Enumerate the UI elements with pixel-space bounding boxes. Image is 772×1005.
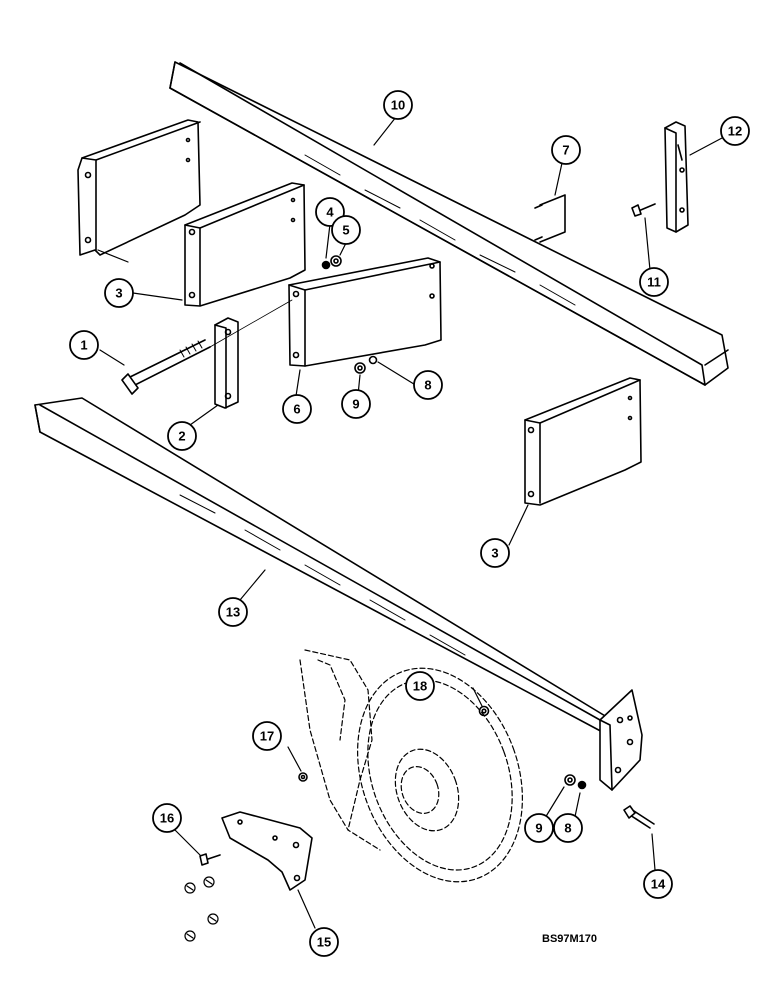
svg-text:2: 2 [178,429,185,444]
callout-9-lower: 9 [524,813,554,843]
nut-18 [478,705,490,717]
svg-text:4: 4 [326,205,334,220]
svg-text:7: 7 [562,143,569,158]
callout-1: 1 [69,330,99,360]
washer-8-upper [368,355,378,365]
svg-text:8: 8 [424,378,431,393]
callout-3a: 3 [104,278,134,308]
nut-5 [330,255,342,267]
svg-text:11: 11 [647,275,661,290]
washer-8-lower [577,780,587,790]
svg-text:14: 14 [651,877,666,892]
svg-text:9: 9 [535,821,542,836]
callout-11: 11 [639,267,669,297]
bolt-1 [121,299,293,395]
callout-5: 5 [331,215,361,245]
upper-beam [169,61,729,386]
nut-9-upper [354,362,366,374]
nut-9-lower [564,774,576,786]
svg-text:9: 9 [352,397,359,412]
bracket-15 [221,811,313,891]
svg-text:12: 12 [728,124,742,139]
callout-8-upper: 8 [413,370,443,400]
callout-18: 18 [405,671,435,701]
bracket-lower-right [524,377,642,506]
washer-4 [321,260,331,270]
callout-17: 17 [252,721,282,751]
bracket-6 [288,257,442,367]
svg-text:18: 18 [413,679,427,694]
callout-6: 6 [282,394,312,424]
nut-17 [298,772,308,782]
plate-12 [664,121,689,233]
svg-text:13: 13 [226,605,240,620]
svg-text:5: 5 [342,223,349,238]
figure-code: BS97M170 [542,933,597,945]
bolt-11 [631,203,656,217]
end-plate [599,689,643,791]
bracket-middle [184,182,306,307]
svg-text:17: 17 [260,729,274,744]
strap-2 [214,317,239,409]
callout-16: 16 [152,803,182,833]
svg-text:6: 6 [293,402,300,417]
callouts: 1 2 3 3 3 4 5 6 7 8 8 9 9 10 11 12 13 14… [69,90,750,957]
bolt-16 [199,853,221,866]
callout-15: 15 [309,927,339,957]
svg-text:1: 1 [80,338,87,353]
svg-text:3: 3 [491,546,498,561]
loose-hardware [184,876,219,942]
bolt-14 [623,805,655,829]
svg-text:3: 3 [115,286,122,301]
svg-text:10: 10 [391,98,405,113]
svg-text:16: 16 [160,811,174,826]
callout-8-lower: 8 [553,813,583,843]
svg-text:8: 8 [564,821,571,836]
callout-9-upper: 9 [341,389,371,419]
bracket-upper-left [77,119,201,256]
callout-7: 7 [551,135,581,165]
callout-14: 14 [643,869,673,899]
u-bolt-7 [534,194,566,243]
callout-10: 10 [383,90,413,120]
callout-13: 13 [218,597,248,627]
callout-2: 2 [167,421,197,451]
svg-text:15: 15 [317,935,331,950]
callout-3b: 3 [480,538,510,568]
callout-12: 12 [720,116,750,146]
